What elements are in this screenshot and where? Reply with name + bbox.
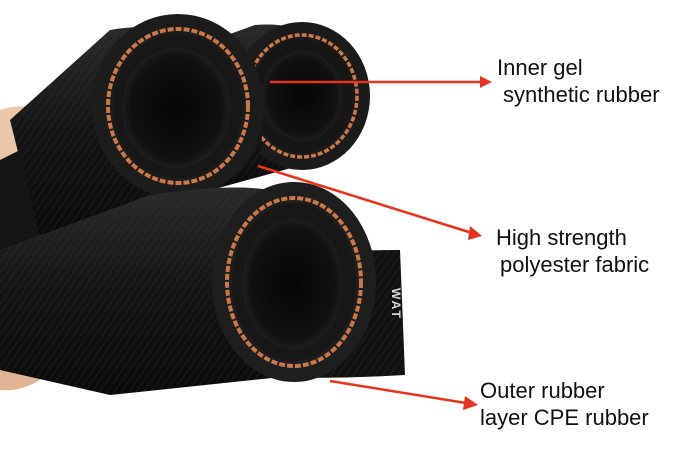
callout-arrows [257, 76, 492, 410]
hose-print-text: WAT [389, 288, 403, 320]
inner-bore [243, 219, 343, 349]
label-polyester-fabric-line1: High strength [496, 225, 627, 250]
label-outer-rubber: Outer rubber layer CPE rubber [480, 377, 649, 431]
hose-lower-front [0, 182, 376, 395]
label-outer-rubber-line2: layer CPE rubber [480, 405, 649, 430]
label-polyester-fabric: High strength polyester fabric [496, 224, 649, 278]
inner-bore [122, 48, 230, 168]
braid-ring [106, 27, 250, 185]
hose-upper-left [0, 14, 264, 260]
arrow-polyester-fabric [257, 164, 482, 240]
label-inner-gel-line2: synthetic rubber [503, 82, 660, 107]
inner-bore [262, 51, 342, 141]
label-polyester-fabric-line2: polyester fabric [500, 252, 650, 277]
braid-ring [225, 196, 363, 368]
label-outer-rubber-line1: Outer rubber [480, 378, 605, 403]
label-inner-gel-line1: Inner gel [497, 55, 583, 80]
arrow-outer-rubber [329, 379, 478, 410]
label-inner-gel: Inner gel synthetic rubber [497, 54, 660, 108]
arrow-inner-gel [270, 76, 492, 88]
